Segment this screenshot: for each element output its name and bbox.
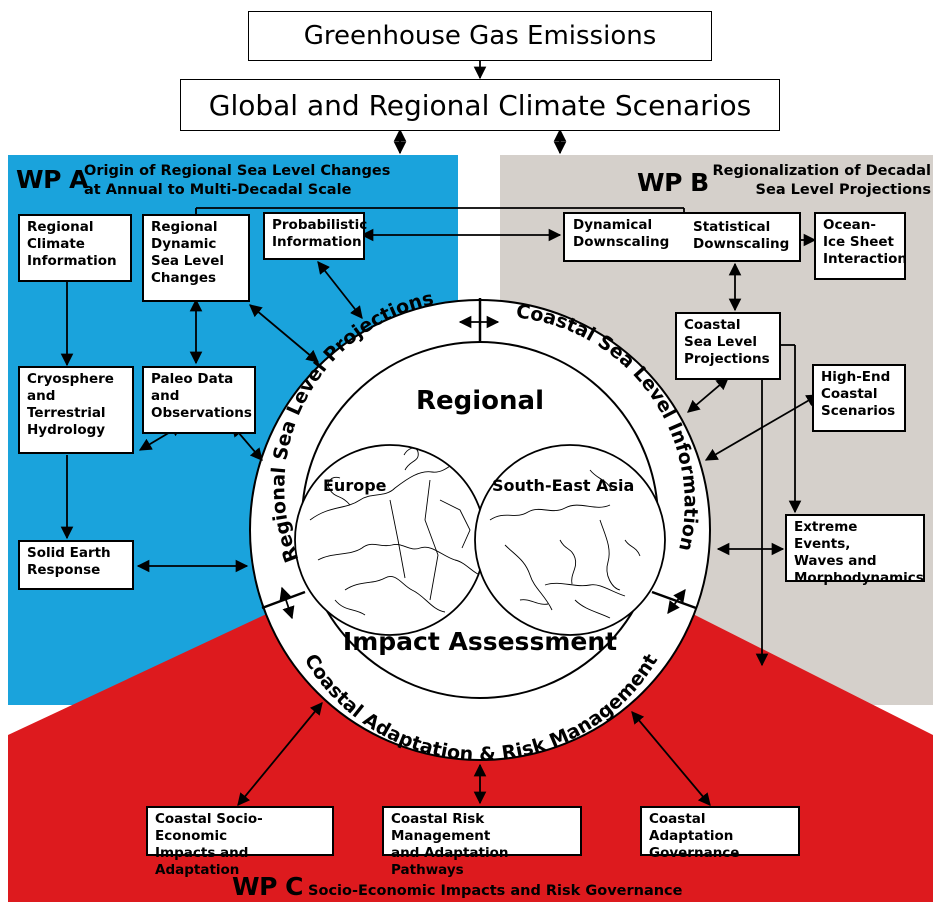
asia-map xyxy=(489,469,641,619)
connectors xyxy=(60,60,820,806)
europe-map xyxy=(309,447,481,616)
asia-map-circle xyxy=(474,444,666,636)
europe-map-circle xyxy=(294,444,486,636)
